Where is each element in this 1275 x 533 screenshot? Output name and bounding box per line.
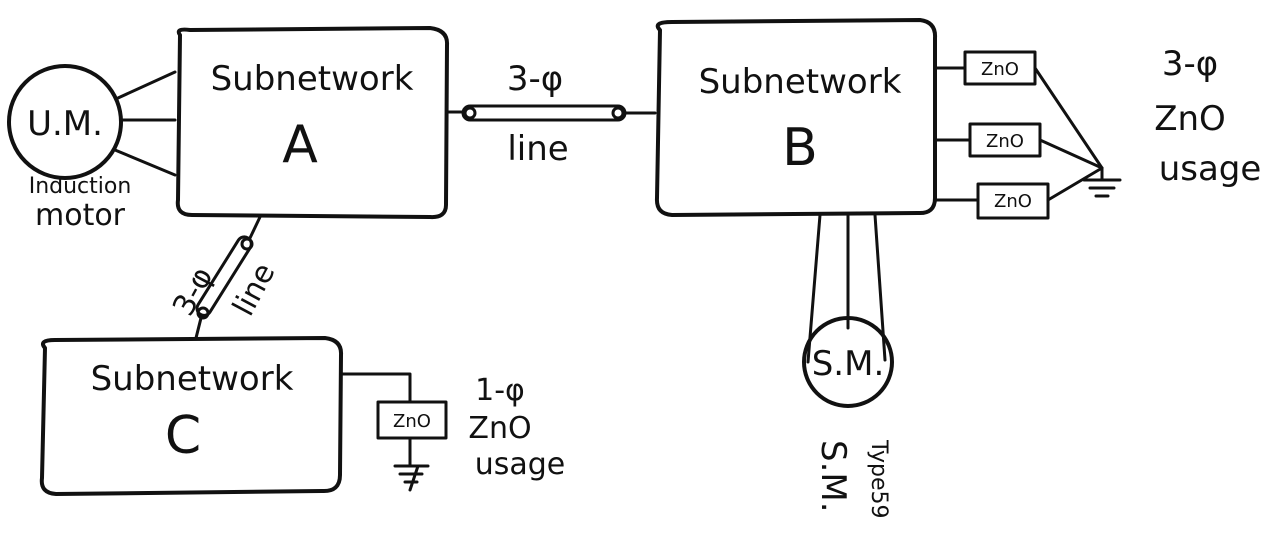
single-phase-caption-3: usage bbox=[475, 447, 566, 482]
subnetwork-b: Subnetwork B bbox=[654, 18, 938, 217]
motor-lead-1 bbox=[116, 70, 177, 100]
line-ab: 3-φ line bbox=[445, 59, 657, 169]
induction-motor-caption-2: motor bbox=[35, 198, 126, 233]
subnetwork-a-box bbox=[175, 26, 450, 220]
arrester-2-ground-wire bbox=[1038, 138, 1104, 170]
sm-caption: S.M. bbox=[813, 440, 853, 513]
subnetwork-c-box bbox=[39, 336, 344, 496]
induction-motor-symbol: U.M. bbox=[27, 104, 103, 144]
induction-motor-caption-1: Induction bbox=[29, 174, 132, 199]
arrester-3-label: ZnO bbox=[994, 191, 1032, 212]
single-arrester bbox=[376, 400, 448, 440]
three-phase-caption-3: usage bbox=[1159, 149, 1262, 189]
three-phase-caption-1: 3-φ bbox=[1162, 44, 1218, 84]
single-phase-caption-1: 1-φ bbox=[475, 373, 525, 408]
subnetwork-b-title: Subnetwork bbox=[699, 62, 902, 102]
line-ac-end-bottom bbox=[196, 306, 210, 320]
motor-lead-3 bbox=[113, 148, 177, 177]
subnetwork-a: Subnetwork A bbox=[175, 26, 450, 220]
line-ab-end-right bbox=[611, 106, 625, 120]
subnetwork-b-letter: B bbox=[782, 118, 818, 178]
arrester-3-ground-wire bbox=[1046, 166, 1104, 202]
line-ac-phase: 3-φ bbox=[166, 261, 220, 321]
subnetwork-c-letter: C bbox=[165, 406, 201, 466]
single-phase-arrester-group: ZnO 1-φ ZnO usage bbox=[339, 372, 566, 492]
subnetwork-a-title: Subnetwork bbox=[211, 59, 414, 99]
arrester-1-ground-wire bbox=[1033, 66, 1104, 170]
line-ac-lead-bottom bbox=[194, 316, 203, 340]
line-ac-lead-top bbox=[248, 215, 262, 240]
single-phase-caption-2: ZnO bbox=[468, 411, 531, 446]
induction-motor: U.M. Induction motor bbox=[7, 64, 132, 233]
sm-type-label: Type59 bbox=[866, 439, 891, 519]
single-arrester-lead bbox=[339, 372, 412, 404]
subnetwork-a-letter: A bbox=[282, 115, 318, 175]
line-ac-label: line bbox=[226, 258, 282, 322]
three-phase-caption-2: ZnO bbox=[1154, 99, 1226, 139]
line-ac: 3-φ line bbox=[166, 215, 282, 340]
synchronous-machine: S.M. S.M. Type59 bbox=[802, 213, 894, 519]
ground-symbol-c bbox=[393, 436, 430, 492]
subnetwork-c: Subnetwork C bbox=[39, 336, 344, 496]
arrester-1-label: ZnO bbox=[981, 59, 1019, 80]
subnetwork-b-box bbox=[654, 18, 938, 217]
sm-circle bbox=[802, 316, 894, 408]
single-arrester-label: ZnO bbox=[393, 411, 431, 432]
line-ab-end-left bbox=[463, 106, 477, 120]
line-ab-cable bbox=[461, 104, 627, 122]
sm-symbol: S.M. bbox=[812, 344, 885, 384]
subnetwork-c-title: Subnetwork bbox=[91, 359, 294, 399]
three-phase-arrester-group: ZnO ZnO ZnO 3-φ ZnO usage bbox=[933, 44, 1262, 220]
induction-motor-circle bbox=[7, 64, 123, 180]
arrester-2-label: ZnO bbox=[986, 131, 1024, 152]
line-ac-end-top bbox=[240, 237, 254, 251]
line-ab-label: line bbox=[507, 129, 568, 169]
ground-symbol-b bbox=[1082, 166, 1122, 198]
line-ab-phase: 3-φ bbox=[507, 59, 563, 99]
